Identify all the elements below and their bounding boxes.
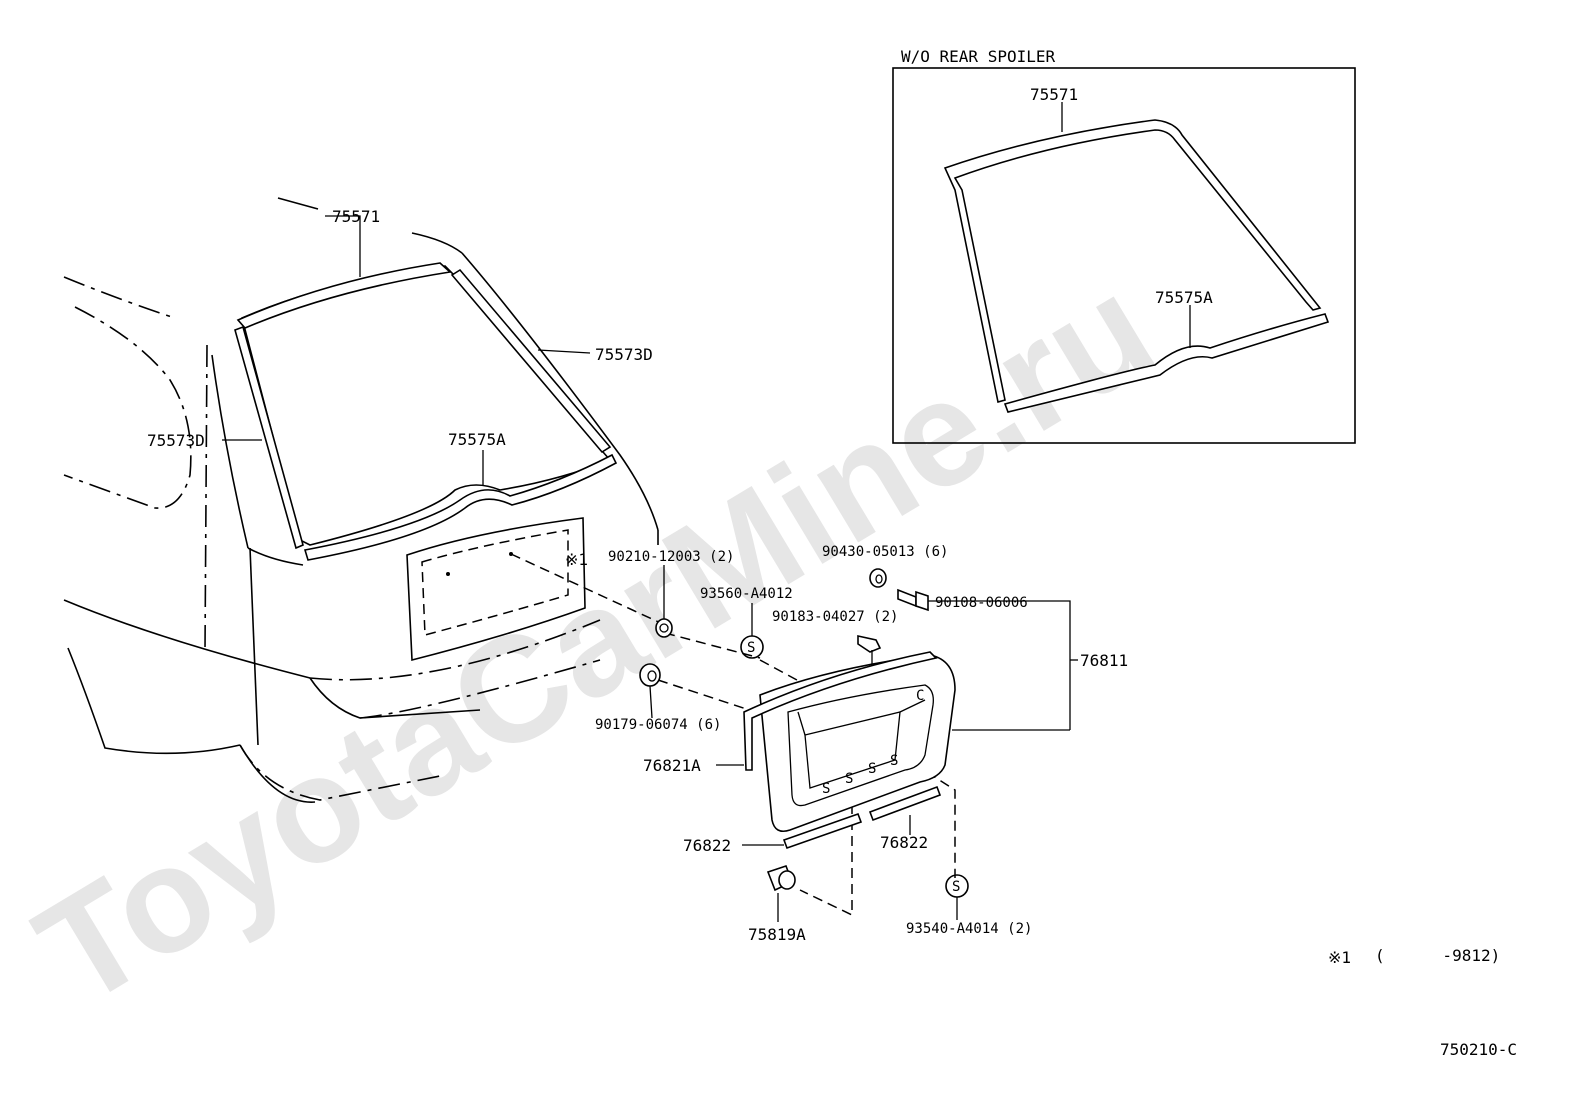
label-90108: 90108-06006 xyxy=(935,595,1028,611)
label-76822-right: 76822 xyxy=(880,833,928,852)
label-75573d-right: 75573D xyxy=(595,345,653,364)
label-90179: 90179-06074 (6) xyxy=(595,717,721,733)
label-90183: 90183-04027 (2) xyxy=(772,609,898,625)
nut-90430 xyxy=(869,568,887,588)
molding-75573d-left xyxy=(234,325,304,550)
inset-label-75571: 75571 xyxy=(1030,85,1078,104)
svg-text:S: S xyxy=(747,640,755,656)
label-76821a: 76821A xyxy=(643,756,701,775)
grommet-90179 xyxy=(639,663,661,719)
inset-title: W/O REAR SPOILER xyxy=(901,47,1055,66)
strip-76822-left xyxy=(782,812,863,850)
svg-text:S: S xyxy=(822,781,830,797)
inset-molding xyxy=(943,102,1330,413)
clip-90210 xyxy=(655,565,673,638)
symbol-s-93540: S xyxy=(945,874,969,920)
label-76811: 76811 xyxy=(1080,651,1128,670)
bolt-90108 xyxy=(897,588,1078,731)
license-recess xyxy=(406,517,586,662)
svg-text:S: S xyxy=(952,879,960,895)
svg-text:C: C xyxy=(916,688,924,704)
footnote-range: ( -9812) xyxy=(1375,946,1500,965)
car-body-outline xyxy=(63,197,659,803)
molding-75571 xyxy=(236,262,452,329)
molding-75573d-right xyxy=(450,268,612,454)
screw-75819a xyxy=(766,864,796,922)
garnish-76811: S S S S C xyxy=(759,654,956,833)
label-75573d-left: 75573D xyxy=(147,431,205,450)
label-75575a: 75575A xyxy=(448,430,506,449)
label-90430: 90430-05013 (6) xyxy=(822,544,948,560)
molding-75575a xyxy=(303,453,618,561)
footnote-mark: ※1 xyxy=(1328,948,1351,967)
label-75571: 75571 xyxy=(332,207,380,226)
svg-text:S: S xyxy=(890,753,898,769)
label-note-mark: ※1 xyxy=(565,550,588,569)
label-90210: 90210-12003 (2) xyxy=(608,549,734,565)
svg-text:S: S xyxy=(845,771,853,787)
diagram-code: 750210-C xyxy=(1440,1040,1517,1059)
inset-frame xyxy=(892,67,1356,444)
inset-label-75575a: 75575A xyxy=(1155,288,1213,307)
symbol-s-93560: S xyxy=(740,603,764,659)
label-75819a: 75819A xyxy=(748,925,806,944)
label-93540: 93540-A4014 (2) xyxy=(906,921,1032,937)
seal-76821a xyxy=(743,651,938,771)
strip-76822-right xyxy=(868,785,942,822)
label-76822-left: 76822 xyxy=(683,836,731,855)
label-93560: 93560-A4012 xyxy=(700,586,793,602)
svg-text:S: S xyxy=(868,761,876,777)
